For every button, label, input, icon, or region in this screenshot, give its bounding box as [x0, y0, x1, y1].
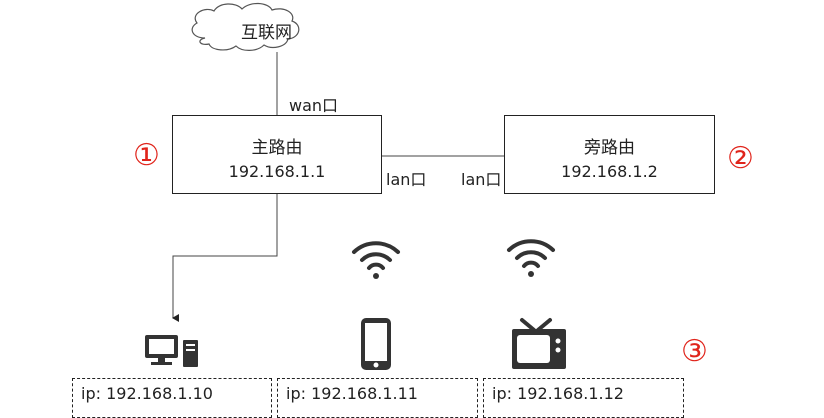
side-router-marker: ② [727, 141, 754, 176]
main-lan-port-label: lan口 [386, 170, 427, 189]
network-diagram: 互联网 wan口 主路由 192.168.1.1 旁路由 192.168.1.2… [72, 2, 754, 418]
wifi-icon [507, 239, 555, 277]
desktop-computer-icon [145, 335, 198, 367]
connector-lines [145, 2, 566, 370]
smartphone-icon [361, 318, 391, 370]
device-ip-box: ip: 192.168.1.12 [483, 378, 684, 418]
side-router-name: 旁路由 [584, 138, 635, 158]
main-router-ip: 192.168.1.1 [228, 162, 326, 181]
internet-label: 互联网 [241, 23, 292, 43]
side-router-ip: 192.168.1.2 [561, 162, 658, 181]
main-router-marker: ① [133, 138, 160, 173]
device-ip-box: ip: 192.168.1.10 [72, 378, 272, 418]
television-icon [512, 318, 566, 369]
devices-marker: ③ [681, 334, 708, 369]
side-router-box: 旁路由 192.168.1.2 [504, 115, 715, 194]
desktop-link [172, 194, 278, 322]
wan-port-label: wan口 [289, 96, 339, 115]
wifi-icon [352, 241, 400, 279]
device-ip-box: ip: 192.168.1.11 [277, 378, 478, 418]
side-lan-port-label: lan口 [461, 170, 502, 189]
main-router-name: 主路由 [251, 138, 303, 158]
main-router-box: 主路由 192.168.1.1 [172, 115, 382, 194]
cloud-shape [191, 2, 300, 51]
